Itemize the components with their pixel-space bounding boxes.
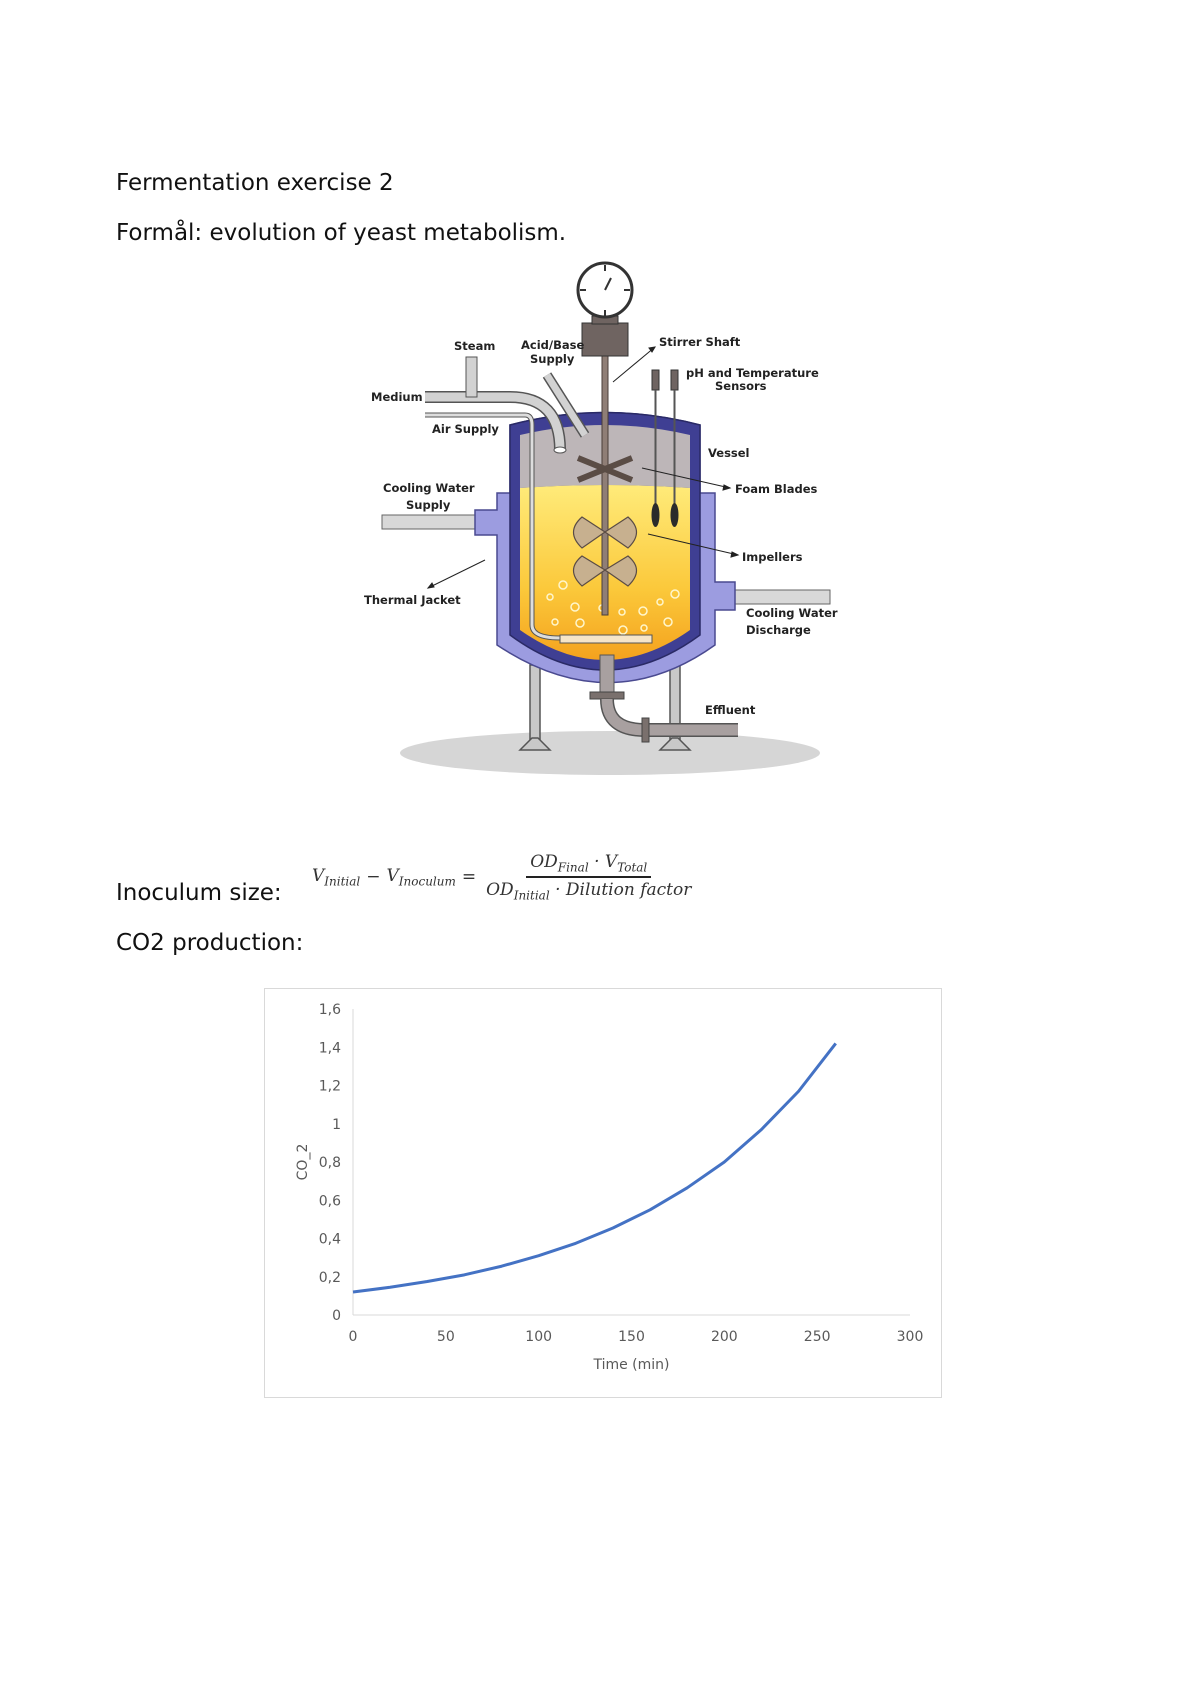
foam-blades <box>576 455 634 483</box>
y-tick-label: 0 <box>332 1308 341 1324</box>
inoculum-label: Inoculum size: <box>116 880 282 906</box>
leader-lines <box>426 346 740 589</box>
sparger <box>559 634 653 644</box>
x-tick-label: 50 <box>437 1329 455 1345</box>
formula-operator: · <box>594 852 600 872</box>
formula-sub: Total <box>617 860 648 875</box>
x-axis-title: Time (min) <box>592 1357 669 1373</box>
sensors <box>651 369 679 527</box>
formula-operator: = <box>461 867 477 888</box>
label-steam: Steam <box>454 339 495 353</box>
effluent-pipe <box>589 654 738 743</box>
label-acid-base: Acid/Base <box>521 338 584 352</box>
formula-sub: Final <box>557 860 589 875</box>
inoculum-formula: VInitial − VInoculum = ODFinal · VTotal … <box>312 852 695 903</box>
formula-term: OD <box>530 852 558 872</box>
label-sensors-2: Sensors <box>715 379 767 393</box>
bubbles <box>546 580 680 635</box>
x-tick-label: 150 <box>618 1329 645 1345</box>
co2-chart: 0 0,2 0,4 0,6 0,8 1 1,2 1,4 1,6 0 50 100 150 200 250 30… <box>264 988 942 1398</box>
formula-sub: Initial <box>324 874 361 889</box>
x-tick-label: 300 <box>897 1329 924 1345</box>
y-tick-label: 0,6 <box>319 1193 341 1209</box>
steam-pipe <box>465 356 478 398</box>
bioreactor-diagram: Steam Acid/Base Supply Stirrer Shaft pH … <box>364 261 838 775</box>
formula-term: V <box>604 852 618 872</box>
label-medium: Medium <box>371 390 423 404</box>
formula-term: V <box>312 866 325 887</box>
floor-shadow <box>400 731 820 775</box>
formula-term: V <box>386 866 399 887</box>
label-cooling-supply: Cooling Water <box>383 481 475 495</box>
formula-fraction: ODFinal · VTotal ODInitial · Dilution fa… <box>482 852 695 903</box>
x-tick-label: 0 <box>349 1329 358 1345</box>
x-tick-label: 250 <box>804 1329 831 1345</box>
formula-sub: Initial <box>513 888 550 903</box>
y-tick-label: 0,4 <box>319 1232 341 1248</box>
label-thermal-jacket: Thermal Jacket <box>364 593 461 607</box>
document-title: Fermentation exercise 2 <box>116 170 394 196</box>
label-cooling-supply-2: Supply <box>406 498 451 512</box>
formula-sub: Inoculum <box>398 874 456 889</box>
label-sensors: pH and Temperature <box>686 366 819 380</box>
y-tick-label: 1,4 <box>319 1040 341 1056</box>
co2-series-line <box>352 1042 837 1294</box>
y-tick-label: 1,2 <box>319 1079 341 1095</box>
y-tick-label: 1,6 <box>319 1002 341 1018</box>
label-impellers: Impellers <box>742 550 803 564</box>
label-air-supply: Air Supply <box>432 422 499 436</box>
label-acid-base-2: Supply <box>530 352 575 366</box>
motor-box <box>581 322 629 357</box>
y-tick-label: 0,2 <box>319 1270 341 1286</box>
x-tick-label: 100 <box>525 1329 552 1345</box>
formula-term: Dilution factor <box>565 880 692 901</box>
formula-operator: · <box>555 880 561 901</box>
y-tick-label: 0,8 <box>319 1155 341 1171</box>
x-tick-label: 200 <box>711 1329 738 1345</box>
formula-term: OD <box>486 880 514 901</box>
formula-operator: − <box>366 867 381 888</box>
y-tick-label: 1 <box>332 1117 341 1133</box>
co2-label: CO2 production: <box>116 930 304 956</box>
impellers <box>572 516 638 587</box>
stirrer-shaft <box>601 354 609 616</box>
label-foam-blades: Foam Blades <box>735 482 818 496</box>
purpose-line: Formål: evolution of yeast metabolism. <box>116 220 567 246</box>
label-cooling-discharge: Cooling Water <box>746 606 838 620</box>
y-axis-title: CO_2 <box>295 1144 311 1181</box>
co2-chart-svg: 0 0,2 0,4 0,6 0,8 1 1,2 1,4 1,6 0 50 100 150 200 250 30… <box>295 1002 924 1373</box>
label-stirrer-shaft: Stirrer Shaft <box>659 335 741 349</box>
label-cooling-discharge-2: Discharge <box>746 623 811 637</box>
label-effluent: Effluent <box>705 703 756 717</box>
label-vessel: Vessel <box>708 446 750 460</box>
